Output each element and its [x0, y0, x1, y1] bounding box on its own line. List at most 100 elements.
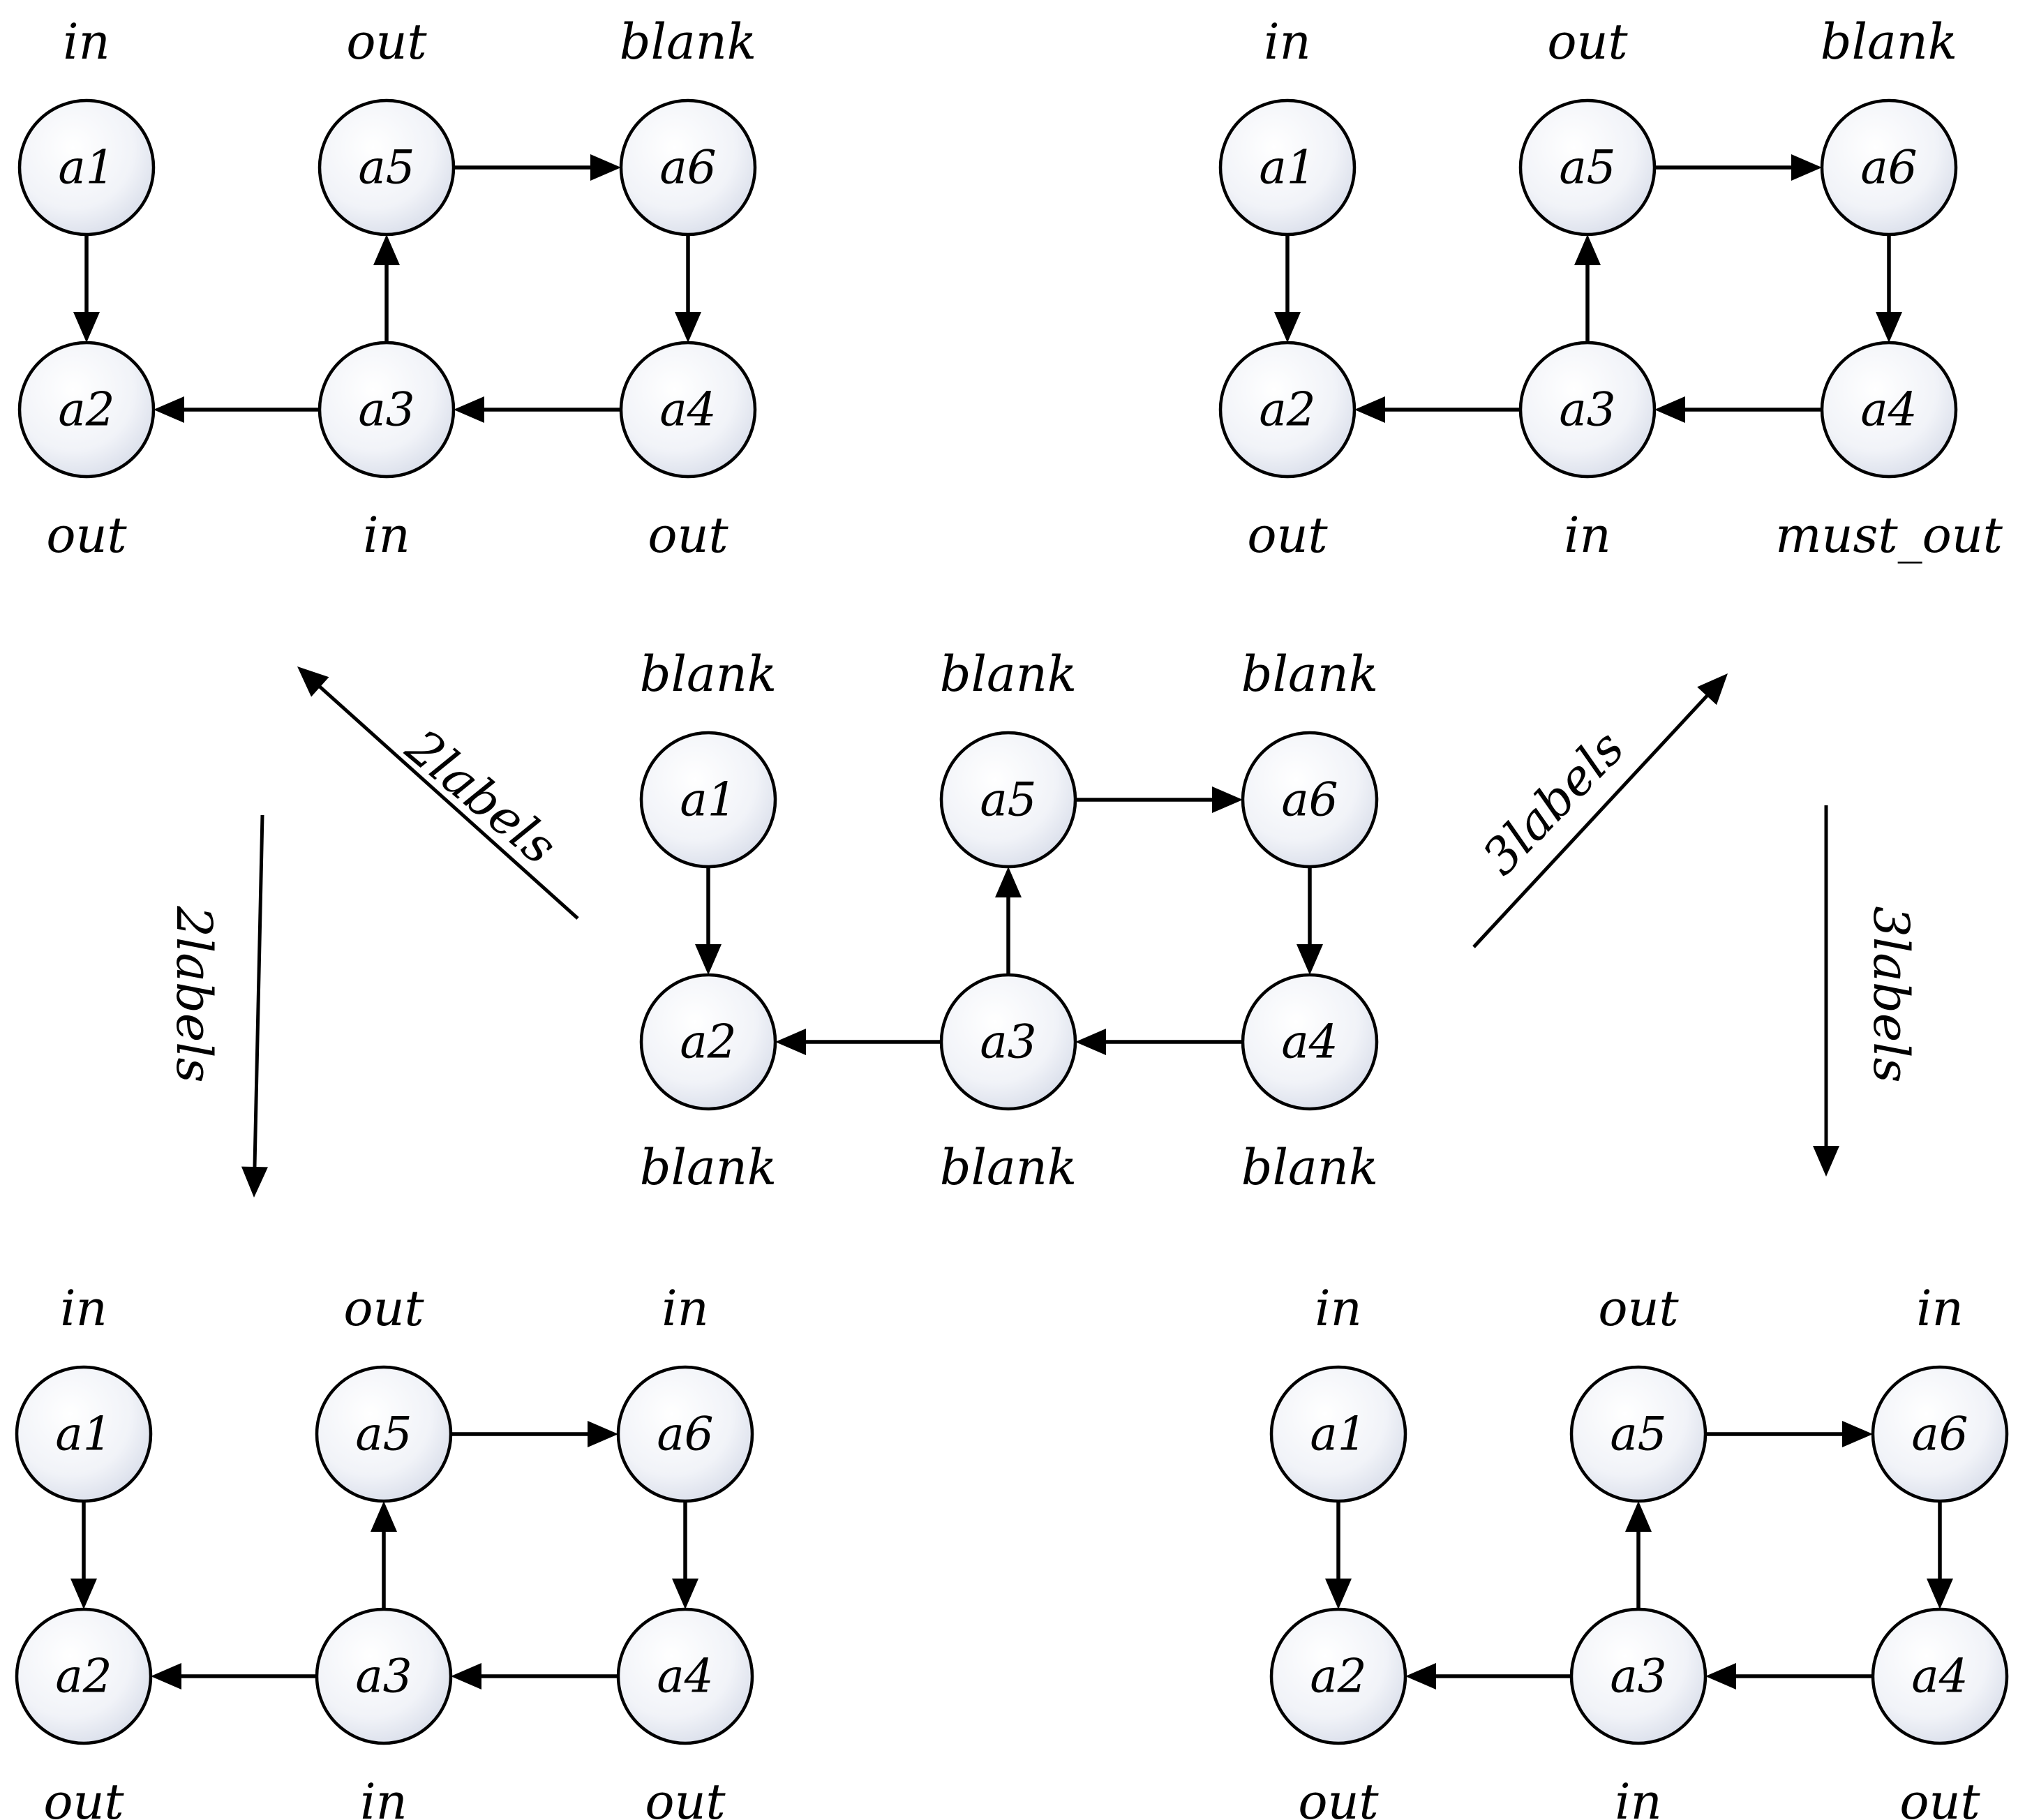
node-circle — [317, 341, 456, 479]
transition-arrow-line — [1472, 692, 1710, 948]
node-circle — [939, 973, 1077, 1111]
node-circle — [1241, 973, 1379, 1111]
state-label-a2: out — [43, 1773, 124, 1820]
transition-left-down: 2labels — [165, 814, 268, 1198]
node-name: a2 — [680, 1015, 736, 1069]
node-circle — [1218, 341, 1357, 479]
edge-a5-to-a6-arrowhead — [1212, 786, 1243, 813]
transition-arrow-arrowhead — [241, 1166, 268, 1198]
node-circle — [1269, 1365, 1407, 1503]
node-name: a6 — [1911, 1408, 1968, 1461]
state-label-a4: out — [1899, 1773, 1980, 1820]
transition-label: 2labels — [395, 718, 567, 876]
node-circle — [1518, 98, 1657, 237]
edge-a4-to-a3-arrowhead — [1654, 396, 1685, 423]
edge-a6-to-a4-arrowhead — [1927, 1579, 1953, 1609]
edge-a3-to-a2-arrowhead — [775, 1029, 806, 1055]
edge-a4-to-a3-arrowhead — [1705, 1663, 1736, 1690]
edge-a4-to-a3-arrowhead — [451, 1663, 481, 1690]
state-label-a5: out — [1547, 13, 1628, 70]
node-name: a4 — [1911, 1650, 1968, 1703]
node-circle — [639, 731, 777, 869]
edge-a3-to-a5-arrowhead — [371, 1501, 397, 1532]
state-label-a3: in — [363, 507, 410, 564]
state-label-a1: in — [1264, 13, 1310, 70]
node-circle — [1241, 731, 1379, 869]
state-label-a5: out — [1598, 1280, 1679, 1337]
node-a4: a4 blank — [1241, 973, 1379, 1196]
node-a6: a6 in — [1871, 1280, 2009, 1503]
edge-a6-to-a4-arrowhead — [675, 312, 701, 343]
state-label-a3: in — [1615, 1773, 1661, 1820]
node-name: a1 — [1259, 141, 1315, 195]
edge-a6-to-a4-arrowhead — [672, 1579, 698, 1609]
transition-arrow-arrowhead — [297, 666, 329, 697]
state-label-a2: blank — [640, 1139, 777, 1196]
state-label-a6: in — [1916, 1280, 1963, 1337]
node-name: a1 — [1310, 1408, 1366, 1461]
edge-a4-to-a3-arrowhead — [1075, 1029, 1106, 1055]
edge-a5-to-a6-arrowhead — [588, 1421, 618, 1447]
node-name: a2 — [1259, 383, 1315, 437]
state-label-a4: out — [648, 507, 728, 564]
node-circle — [317, 98, 456, 237]
node-circle — [619, 98, 757, 237]
node-name: a5 — [358, 141, 414, 195]
node-a1: a1 in — [1269, 1280, 1407, 1503]
node-name: a4 — [1281, 1015, 1338, 1069]
node-name: a1 — [58, 141, 114, 195]
node-circle — [17, 341, 156, 479]
state-label-a4: blank — [1241, 1139, 1378, 1196]
edge-a3-to-a5-arrowhead — [373, 234, 400, 265]
transition-arrow-arrowhead — [1813, 1146, 1839, 1177]
node-name: a6 — [659, 141, 716, 195]
node-circle — [1518, 341, 1657, 479]
edge-a1-to-a2-arrowhead — [1325, 1579, 1352, 1609]
edge-a6-to-a4-arrowhead — [1297, 944, 1323, 975]
state-label-a6: in — [662, 1280, 708, 1337]
node-circle — [616, 1607, 754, 1745]
node-name: a5 — [355, 1408, 412, 1461]
edge-a6-to-a4-arrowhead — [1876, 312, 1902, 343]
state-label-a1: in — [1315, 1280, 1361, 1337]
state-label-a2: out — [46, 507, 127, 564]
node-circle — [1269, 1607, 1407, 1745]
node-circle — [1569, 1607, 1708, 1745]
node-name: a5 — [980, 773, 1036, 827]
node-a5: a5 blank — [939, 646, 1077, 869]
edge-a3-to-a5-arrowhead — [995, 867, 1022, 897]
node-circle — [1218, 98, 1357, 237]
node-name: a6 — [1860, 141, 1917, 195]
edge-a5-to-a6-arrowhead — [590, 154, 621, 181]
transition-right-down: 3labels — [1813, 805, 1920, 1177]
node-name: a6 — [1281, 773, 1338, 827]
state-label-a3: blank — [940, 1139, 1077, 1196]
transition-label: 2labels — [165, 905, 223, 1082]
transition-arrow-line — [253, 814, 264, 1170]
state-label-a3: in — [360, 1773, 407, 1820]
state-label-a5: blank — [940, 646, 1077, 703]
node-name: a2 — [1310, 1650, 1366, 1703]
node-circle — [619, 341, 757, 479]
